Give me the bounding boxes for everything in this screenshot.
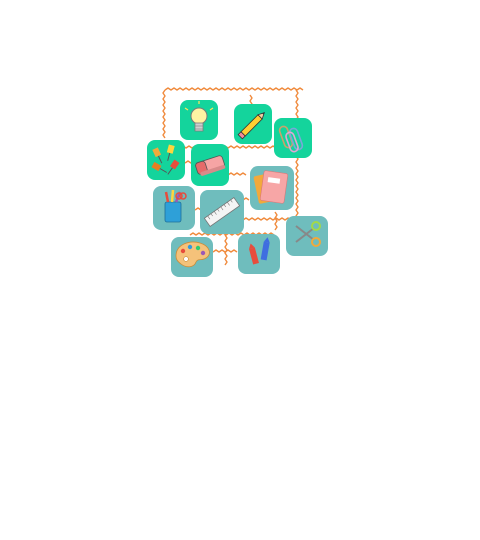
paperclips-tile bbox=[274, 118, 312, 158]
wire-mid-6 bbox=[242, 217, 298, 221]
crayons-icon bbox=[249, 237, 270, 265]
wire-top bbox=[164, 87, 304, 91]
wire-vert-3 bbox=[274, 211, 278, 231]
ruler-icon bbox=[203, 197, 241, 227]
push-pins-tile bbox=[147, 140, 185, 180]
eraser-tile bbox=[191, 144, 229, 186]
paint-palette-tile bbox=[171, 237, 213, 277]
scissors-icon bbox=[295, 221, 321, 247]
notebooks-icon bbox=[253, 170, 289, 204]
push-pins-icon bbox=[151, 144, 180, 175]
wire-mid-3 bbox=[227, 172, 247, 176]
lightbulb-icon bbox=[184, 101, 214, 132]
eraser-icon bbox=[195, 155, 226, 176]
notebooks-tile bbox=[250, 166, 294, 210]
paint-palette-icon bbox=[175, 241, 210, 268]
pencil-cup-tile bbox=[153, 186, 195, 230]
wire-mid-7 bbox=[189, 232, 275, 236]
wire-right bbox=[295, 89, 299, 232]
wire-left bbox=[162, 89, 166, 139]
scissors-tile bbox=[286, 216, 328, 256]
paperclips-icon bbox=[278, 125, 304, 153]
pencil-cup-icon bbox=[164, 189, 187, 223]
wire-vert-2 bbox=[224, 234, 228, 266]
wire-bottom bbox=[212, 249, 238, 253]
lightbulb-tile bbox=[180, 100, 218, 140]
pencil-icon bbox=[237, 112, 265, 140]
pencil-tile bbox=[234, 104, 272, 144]
ruler-tile bbox=[200, 190, 244, 234]
crayons-tile bbox=[238, 234, 280, 274]
